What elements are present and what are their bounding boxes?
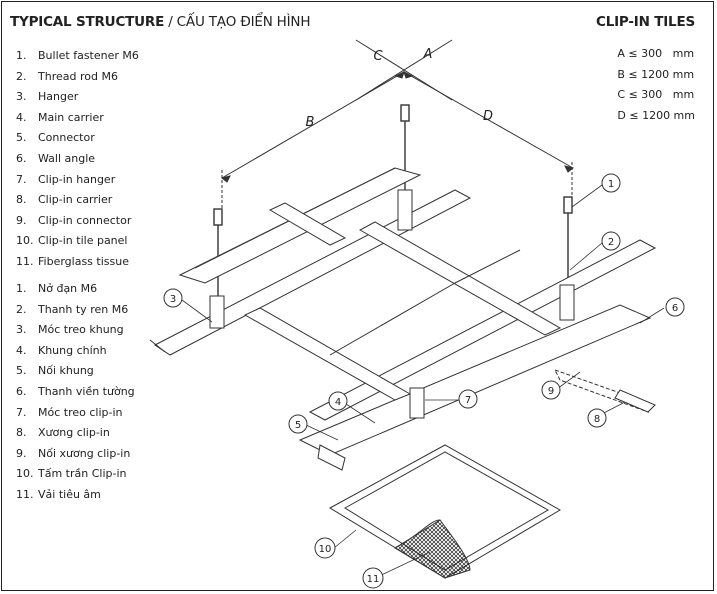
dimension-lines (220, 39, 575, 210)
list-item: 5.Nối khung (16, 364, 94, 378)
list-item: 4.Khung chính (16, 343, 107, 357)
list-item: 11.Fiberglass tissue (16, 254, 129, 268)
parts-list-vietnamese: 1.Nở đạn M6 2.Thanh ty ren M6 3.Móc treo… (16, 279, 135, 506)
callout-3: 3 (170, 294, 176, 305)
callout-11: 11 (367, 574, 380, 585)
list-item: 7.Móc treo clip-in (16, 405, 123, 419)
list-item: 11.Vải tiêu âm (16, 487, 101, 501)
callout-circles (163, 173, 685, 589)
parts-list-english: 1.Bullet fastener M6 2.Thread rod M6 3.H… (16, 46, 139, 273)
spec-c: C ≤ 300 mm (617, 88, 695, 101)
page-title: TYPICAL STRUCTURE / CẤU TẠO ĐIỂN HÌNH (10, 14, 310, 30)
title-vietnamese: / CẤU TẠO ĐIỂN HÌNH (164, 14, 311, 30)
thread-rods (213, 104, 573, 300)
list-item: 4.Main carrier (16, 110, 104, 124)
callout-2-circle (601, 231, 621, 251)
callout-1: 1 (608, 179, 614, 190)
callout-7-circle (458, 389, 478, 409)
spec-a: A ≤ 300 mm (617, 47, 695, 60)
list-item: 9.Nối xương clip-in (16, 446, 131, 460)
callout-8: 8 (594, 414, 600, 425)
list-item: 10.Clip-in tile panel (16, 234, 128, 248)
clip-in-tile-panel (329, 444, 561, 579)
list-item: 9.Clip-in connector (16, 213, 132, 227)
callout-11-circle (362, 567, 384, 589)
list-item: 3.Hanger (16, 90, 79, 104)
spec-list: A ≤ 300 mm B ≤ 1200 mm C ≤ 300 mm D ≤ 12… (617, 44, 695, 126)
callout-1-circle (601, 173, 621, 193)
callout-6: 6 (672, 303, 678, 314)
callout-4: 4 (335, 397, 341, 408)
list-item: 5.Connector (16, 131, 95, 145)
callout-10: 10 (319, 544, 332, 555)
callout-7: 7 (465, 395, 471, 406)
list-item: 6.Thanh viền tường (16, 384, 135, 398)
list-item: 6.Wall angle (16, 151, 96, 165)
product-title: CLIP-IN TILES (596, 14, 695, 30)
callout-5: 5 (295, 420, 301, 431)
callout-numbers: 1 2 3 4 5 6 7 8 9 10 11 (170, 179, 678, 585)
callout-6-circle (665, 297, 685, 317)
list-item: 3.Móc treo khung (16, 323, 124, 337)
dimension-label-d: D (483, 109, 493, 124)
callout-10-circle (314, 537, 336, 559)
callout-9-circle (541, 380, 561, 400)
dimension-label-a: A (423, 47, 433, 62)
list-item: 8.Xương clip-in (16, 426, 110, 440)
spec-d: D ≤ 1200 mm (617, 108, 695, 122)
list-item: 1.Bullet fastener M6 (16, 49, 139, 62)
list-item: 1.Nở đạn M6 (16, 282, 98, 295)
spec-b: B ≤ 1200 mm (617, 67, 695, 81)
callout-2: 2 (608, 237, 614, 248)
callout-leaders (181, 184, 665, 579)
clip-in-carriers (243, 202, 656, 413)
list-item: 7.Clip-in hanger (16, 172, 116, 186)
list-item: 8.Clip-in carrier (16, 193, 113, 207)
callout-3-circle (163, 288, 183, 308)
title-english: TYPICAL STRUCTURE (10, 14, 165, 30)
callout-5-circle (288, 414, 308, 434)
dimension-label-b: B (306, 115, 315, 130)
dimension-label-c: C (373, 49, 383, 64)
list-item: 10.Tấm trần Clip-in (16, 467, 127, 481)
list-item: 2.Thanh ty ren M6 (16, 302, 129, 316)
callout-9: 9 (548, 386, 554, 397)
list-item: 2.Thread rod M6 (16, 69, 118, 83)
callout-8-circle (587, 408, 607, 428)
callout-4-circle (328, 391, 348, 411)
hangers (209, 189, 575, 419)
